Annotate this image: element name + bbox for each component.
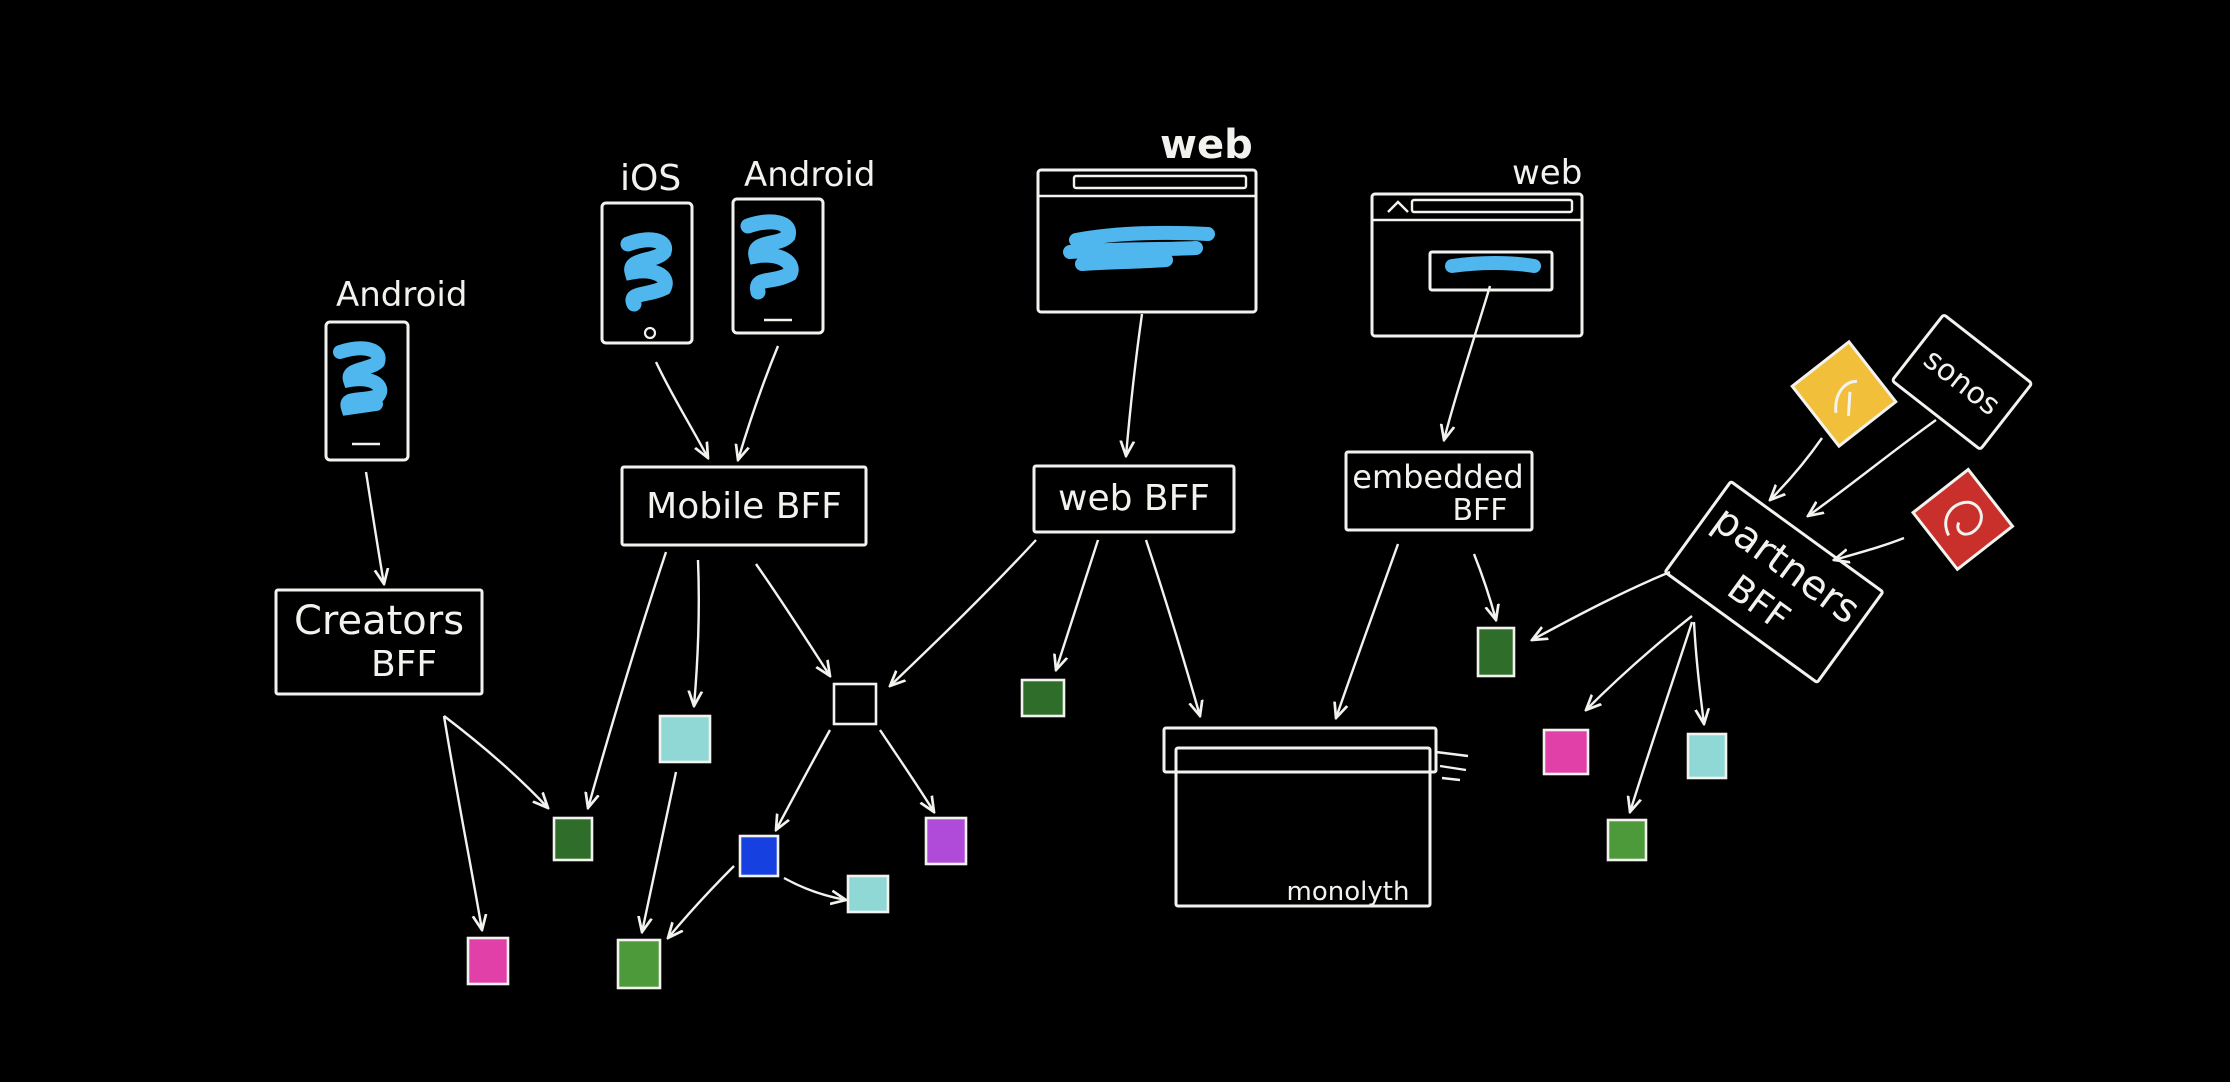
shared-service-empty [832,682,878,726]
creators-bff-line1: Creators [294,598,464,644]
shared-service-cyan [846,874,890,914]
arrow-embedded-bff-to-dark-green [1472,553,1496,620]
arrow-ios-to-mobile-bff [654,361,708,458]
partner-yellow-app-icon [1790,339,1898,449]
partners-service-magenta [1542,728,1590,776]
mobile-service-green [616,938,662,990]
screen-blob [1063,225,1215,271]
android-mobile-label: Android [744,155,875,195]
android-left-label: Android [336,275,467,315]
web-bff: web BFF [1032,464,1236,534]
screen-blob [333,341,388,416]
partner-sonos: sonos [1891,314,2033,450]
partners-service-cyan [1686,732,1728,780]
arrow-creators-bff-to-dark-green [443,715,548,808]
partner-red-app-icon [1910,467,2015,572]
monolith-label: monolyth [1287,877,1410,907]
arrow-android-to-mobile-bff [738,345,780,460]
partners-service-green [1606,818,1648,862]
screen-blob [620,232,673,312]
creators-bff-line2: BFF [371,644,437,685]
arrow-red-to-partners-bff [1834,536,1905,560]
partners-bff: partners BFF [1664,480,1884,684]
monolith: monolyth [1162,726,1469,908]
arrows [364,285,1937,938]
android-phone-left: Android [324,275,467,462]
web-bff-label: web BFF [1058,478,1210,519]
creators-service-dark-green [552,816,594,862]
arrow-mobile-bff-to-dark-green [588,551,668,808]
ios-label: iOS [620,158,681,199]
arrow-partners-bff-to-green [1630,621,1694,812]
embedded-bff-line1: embedded [1352,458,1523,496]
arrow-yellow-to-partners-bff [1770,437,1823,500]
arrow-blue-to-cyan [783,876,846,900]
android-phone-mobile: Android [731,155,875,335]
shared-service-blue [738,834,780,878]
arrow-mobile-bff-to-cyan [694,559,699,706]
arrow-embedded-to-embedded-bff [1444,285,1492,440]
mobile-bff: Mobile BFF [620,465,868,547]
arrow-cyan-to-green [642,771,678,932]
arrow-blue-to-green [668,865,735,938]
web-embedded-label: web [1512,153,1582,193]
embedded-bff: embedded BFF [1344,450,1534,532]
mobile-bff-label: Mobile BFF [646,486,842,527]
web-browser-embedded: web [1370,153,1584,338]
screen-blob [740,214,799,300]
shared-service-violet [924,816,968,866]
arrow-mobile-bff-to-empty [755,563,830,676]
embedded-bff-line2: BFF [1452,493,1507,528]
creators-bff: Creators BFF [274,588,484,696]
web-main-label: web [1160,122,1253,168]
arrow-partners-bff-to-cyan [1692,621,1704,724]
arrow-web-to-web-bff [1126,313,1144,456]
web-browser-main: web [1036,122,1258,314]
arrow-partners-bff-to-embedded-green [1532,570,1671,640]
screen-blob [1445,256,1541,273]
arrow-web-bff-to-monolith [1144,539,1200,716]
arrow-embedded-bff-to-monolith [1336,543,1400,718]
arrow-web-bff-to-dark-green [1056,539,1100,670]
arrow-empty-to-violet [879,729,934,812]
creators-service-magenta [466,936,510,986]
arrow-web-bff-to-empty [890,539,1037,686]
mobile-service-cyan [658,714,712,764]
web-service-dark-green [1020,678,1066,718]
arrow-creators-bff-to-magenta [442,715,482,930]
ios-phone: iOS [600,158,694,345]
embedded-service-dark-green [1476,626,1516,678]
arrow-android-left-to-creators-bff [364,471,384,584]
arrow-partners-bff-to-magenta [1586,615,1693,710]
arrow-sonos-to-partners-bff [1808,419,1937,516]
arrow-empty-to-blue [776,729,832,830]
